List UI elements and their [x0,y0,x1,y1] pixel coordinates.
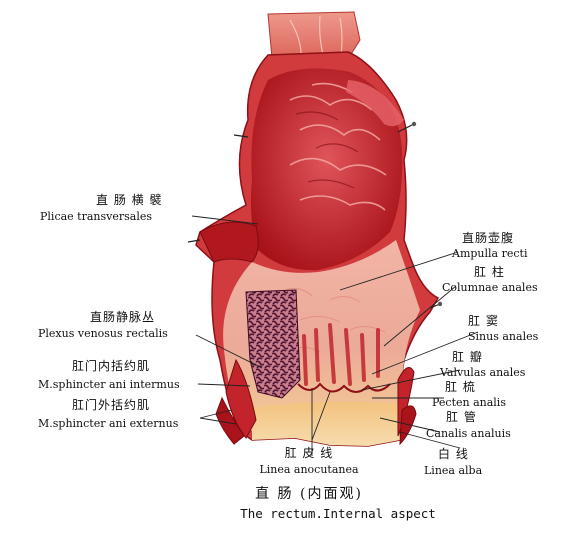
linea-anocutanea-cn-label: 肛 皮 线 [284,446,334,460]
internus-en-label: M.sphincter ani intermus [38,378,180,391]
valvulae-cn-label: 肛 瓣 [452,350,483,364]
caption-en: The rectum.Internal aspect [240,506,436,521]
plicae-en-label: Plicae transversales [40,210,152,223]
vessel-pin-icon [437,301,443,307]
leader-lines [191,215,479,456]
leader-valvulae [361,369,461,391]
valvulae-en-label: Valvulas anales [440,366,526,379]
leader-plexus [195,334,263,369]
pecten-en-label: Pecten analis [432,396,506,409]
plexus-cn-label: 直肠静脉丛 [90,310,156,324]
leader-linea-alba [399,431,461,449]
columnae-en-label: Columnae anales [442,281,538,294]
externus-en-label: M.sphincter ani externus [38,417,179,430]
leader-columnae [383,285,457,347]
leader-canalis [379,417,441,433]
leader-internus [197,383,251,387]
caption-cn: 直 肠 (内面观) [255,486,363,502]
linea-anocutanea-en-label: Linea anocutanea [259,463,359,476]
sinus-cn-label: 肛 窦 [468,314,499,328]
columnae-cn-label: 肛 柱 [474,265,505,279]
canalis-cn-label: 肛 管 [446,410,477,424]
ampulla-cn-label: 直肠壶腹 [462,231,515,245]
internus-cn-label: 肛门内括约肌 [72,359,151,373]
plicae-cn-label: 直 肠 横 襞 [96,193,163,207]
linea-alba-cn-label: 白 线 [438,447,469,461]
leader-sinus [371,331,479,375]
externus-cn-label: 肛门外括约肌 [72,398,151,412]
leader-externus-a [199,409,233,419]
leader-anocutanea-b [311,391,331,441]
leader-plicae [191,215,259,225]
leader-externus-b [199,417,237,425]
leader-ampulla [339,251,459,291]
plexus-en-label: Plexus venosus rectalis [38,327,168,340]
ampulla-en-label: Ampulla recti [452,247,528,260]
vessel-pin-icon [411,121,417,127]
linea-alba-en-label: Linea alba [424,464,483,477]
pecten-cn-label: 肛 梳 [445,380,476,394]
sinus-en-label: Sinus anales [468,330,539,343]
canalis-en-label: Canalis analuis [426,427,511,440]
